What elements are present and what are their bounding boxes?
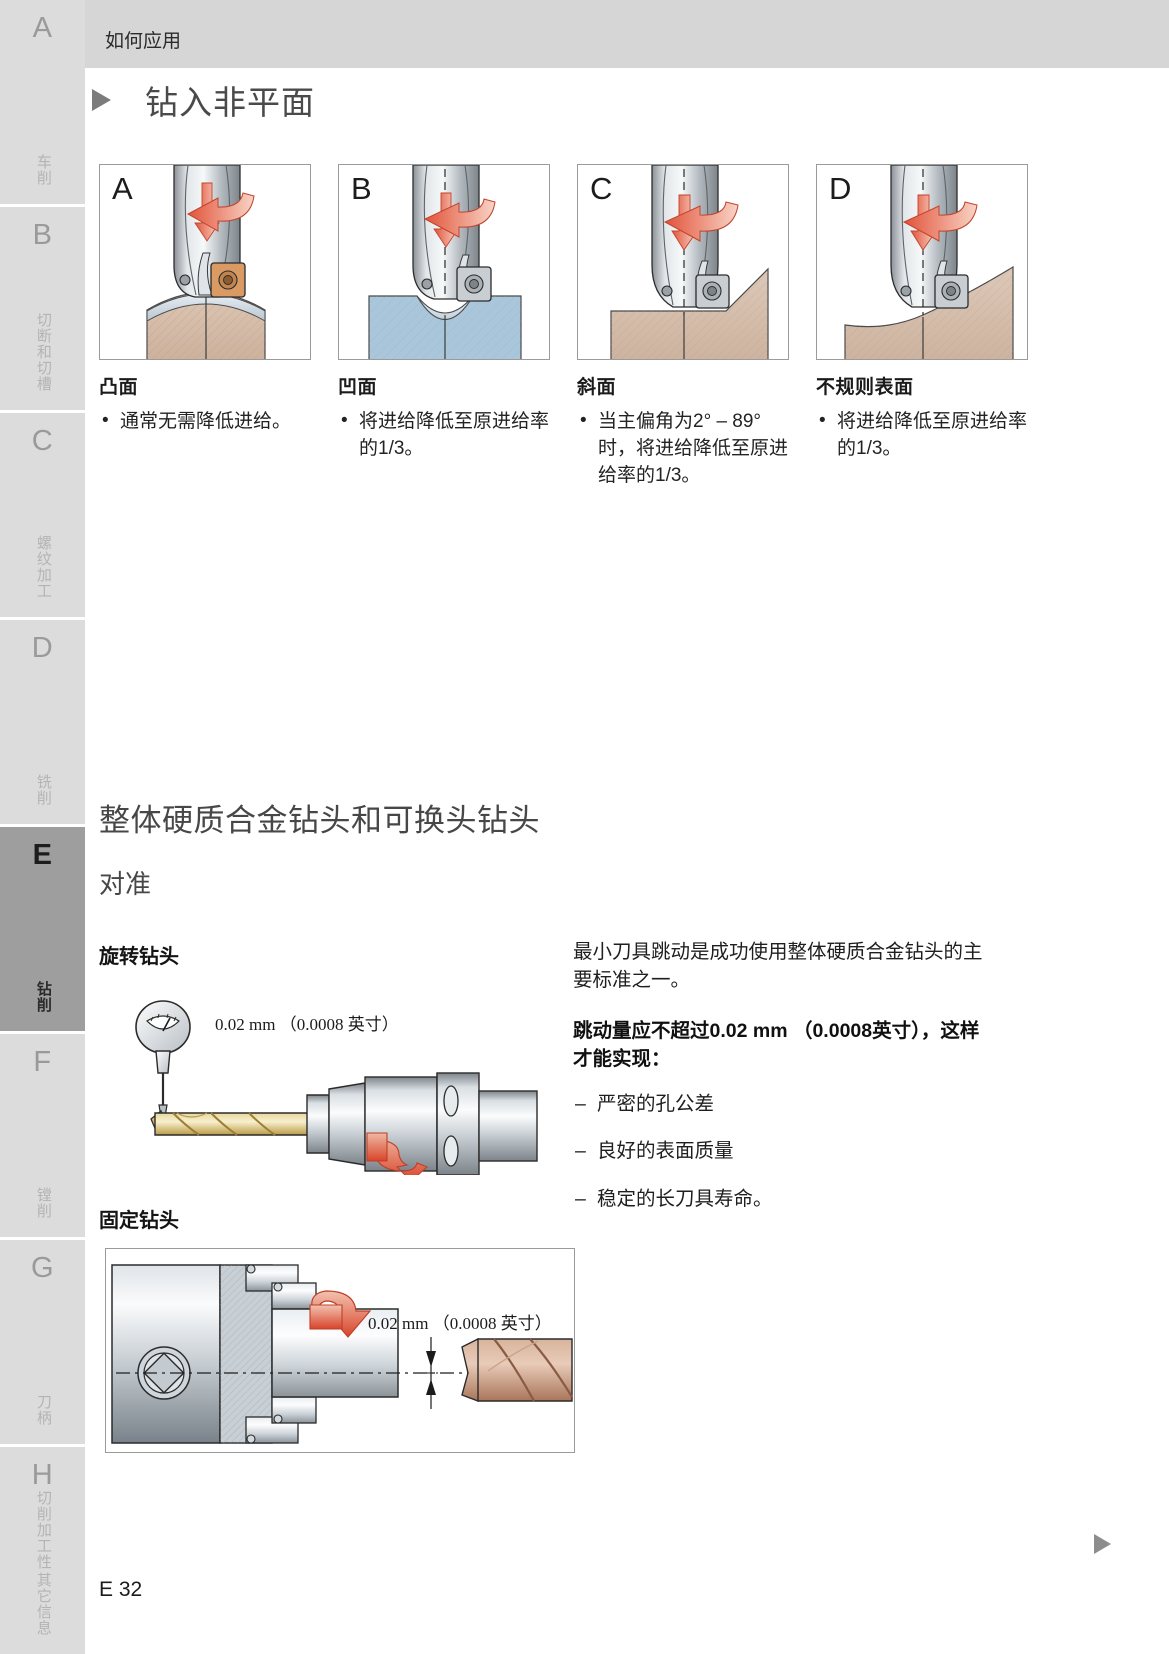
- list-item: 稳定的长刀具寿命。: [573, 1186, 993, 1214]
- sidebar-tab-e[interactable]: E 钻削: [0, 826, 85, 1031]
- panel-b: B: [338, 164, 550, 493]
- sidebar-tab-label: 刀柄: [34, 1394, 52, 1427]
- panel-a: A: [99, 164, 311, 493]
- figure-letter: A: [112, 171, 133, 206]
- breadcrumb: 如何应用: [105, 31, 182, 52]
- sidebar-tab-g[interactable]: G 刀柄: [0, 1240, 85, 1445]
- fixed-drill-figure: 0.02 mm （0.0008 英寸）: [105, 1248, 575, 1453]
- sidebar-tab-letter: F: [33, 1045, 52, 1078]
- sidebar-tab-f[interactable]: F 镗削: [0, 1033, 85, 1238]
- page-title-row: 钻入非平面: [85, 76, 1169, 124]
- right-text-column: 最小刀具跳动是成功使用整体硬质合金钻头的主要标准之一。 跳动量应不超过0.02 …: [573, 938, 993, 1233]
- list-item: 良好的表面质量: [573, 1138, 993, 1166]
- drill-concave-svg: [368, 165, 522, 359]
- intro-paragraph: 最小刀具跳动是成功使用整体硬质合金钻头的主要标准之一。: [573, 941, 983, 992]
- panel-c: C: [577, 164, 789, 493]
- figure-letter: C: [590, 171, 613, 206]
- figure-letter: D: [829, 171, 852, 206]
- panel-caption-title: 不规则表面: [816, 377, 914, 398]
- triangle-right-icon[interactable]: [1094, 1534, 1111, 1554]
- rotating-drill-figure: 0.02 mm （0.0008 英寸）: [115, 985, 565, 1175]
- sidebar-tab-label: 铣削: [34, 773, 52, 806]
- sidebar-tab-letter: G: [30, 1252, 55, 1285]
- page-title: 钻入非平面: [145, 84, 315, 121]
- sidebar-tab-letter: H: [31, 1459, 54, 1492]
- sidebar-tab-c[interactable]: C 螺纹加工: [0, 413, 85, 618]
- sidebar-tab-label: 钻削: [34, 980, 52, 1013]
- sidebar-tab-letter: E: [32, 838, 53, 871]
- fixed-drill-label: 固定钻头: [99, 1210, 179, 1232]
- drill-illustration-irregular: D: [816, 164, 1028, 360]
- sidebar-tab-letter: A: [32, 12, 53, 44]
- section-heading: 整体硬质合金钻头和可换头钻头: [99, 803, 540, 838]
- sidebar-tab-b[interactable]: B 切断和切槽: [0, 206, 85, 411]
- sidebar-tab-label: 切削加工性其它信息: [34, 1490, 52, 1637]
- panel-bullet: 当主偏角为2° – 89° 时，将进给降低至原进给率的1/3。: [577, 408, 789, 490]
- rotating-dimension-label: 0.02 mm （0.0008 英寸）: [215, 1015, 399, 1034]
- sidebar-tab-h[interactable]: H 切削加工性其它信息: [0, 1447, 85, 1654]
- sidebar-tab-label: 螺纹加工: [34, 535, 52, 600]
- runout-requirement-paragraph: 跳动量应不超过0.02 mm （0.0008英寸），这样才能实现：: [573, 1019, 980, 1070]
- drill-convex-svg: [146, 165, 266, 359]
- triangle-right-icon: [92, 89, 111, 111]
- page-content: 如何应用 钻入非平面 A: [85, 0, 1169, 1654]
- section-subheading: 对准: [99, 869, 152, 899]
- panel-caption-title: 凸面: [99, 377, 139, 398]
- chapter-sidebar: A 车削 B 切断和切槽 C 螺纹加工 D 铣削 E 钻削 F 镗削 G 刀柄: [0, 0, 85, 1654]
- page-number: E 32: [99, 1578, 143, 1601]
- fixed-drill-svg: 0.02 mm （0.0008 英寸）: [111, 1264, 574, 1444]
- drill-illustration-inclined: C: [577, 164, 789, 360]
- figure-letter: B: [351, 171, 372, 206]
- sidebar-tab-label: 镗削: [34, 1187, 52, 1220]
- breadcrumb-bar: 如何应用: [85, 0, 1169, 68]
- illustration-panel-row: A: [99, 164, 1155, 493]
- panel-bullet: 将进给降低至原进给率的1/3。: [816, 408, 1028, 463]
- drill-illustration-convex: A: [99, 164, 311, 360]
- panel-d: D: [816, 164, 1028, 493]
- sidebar-tab-a[interactable]: A 车削: [0, 0, 85, 204]
- panel-bullet: 将进给降低至原进给率的1/3。: [338, 408, 550, 463]
- sidebar-tab-letter: D: [31, 632, 54, 665]
- panel-bullet-list: 当主偏角为2° – 89° 时，将进给降低至原进给率的1/3。: [577, 408, 789, 490]
- panel-caption-title: 斜面: [577, 377, 617, 398]
- panel-bullet-list: 通常无需降低进给。: [99, 408, 311, 436]
- sidebar-tab-label: 切断和切槽: [34, 312, 52, 393]
- sidebar-tab-d[interactable]: D 铣削: [0, 620, 85, 824]
- sidebar-tab-label: 车削: [34, 153, 52, 186]
- rotating-drill-label: 旋转钻头: [99, 946, 179, 968]
- drill-illustration-concave: B: [338, 164, 550, 360]
- drill-inclined-svg: [610, 165, 769, 359]
- panel-bullet: 通常无需降低进给。: [99, 408, 311, 436]
- sidebar-tab-letter: B: [32, 218, 53, 251]
- panel-bullet-list: 将进给降低至原进给率的1/3。: [338, 408, 550, 463]
- list-item: 严密的孔公差: [573, 1091, 993, 1119]
- rotating-drill-svg: 0.02 mm （0.0008 英寸）: [135, 1000, 538, 1175]
- benefits-list: 严密的孔公差 良好的表面质量 稳定的长刀具寿命。: [573, 1091, 993, 1213]
- panel-bullet-list: 将进给降低至原进给率的1/3。: [816, 408, 1028, 463]
- drill-irregular-svg: [844, 165, 1014, 359]
- fixed-dimension-label: 0.02 mm （0.0008 英寸）: [368, 1314, 552, 1333]
- panel-caption-title: 凹面: [338, 377, 378, 398]
- sidebar-tab-letter: C: [31, 425, 54, 458]
